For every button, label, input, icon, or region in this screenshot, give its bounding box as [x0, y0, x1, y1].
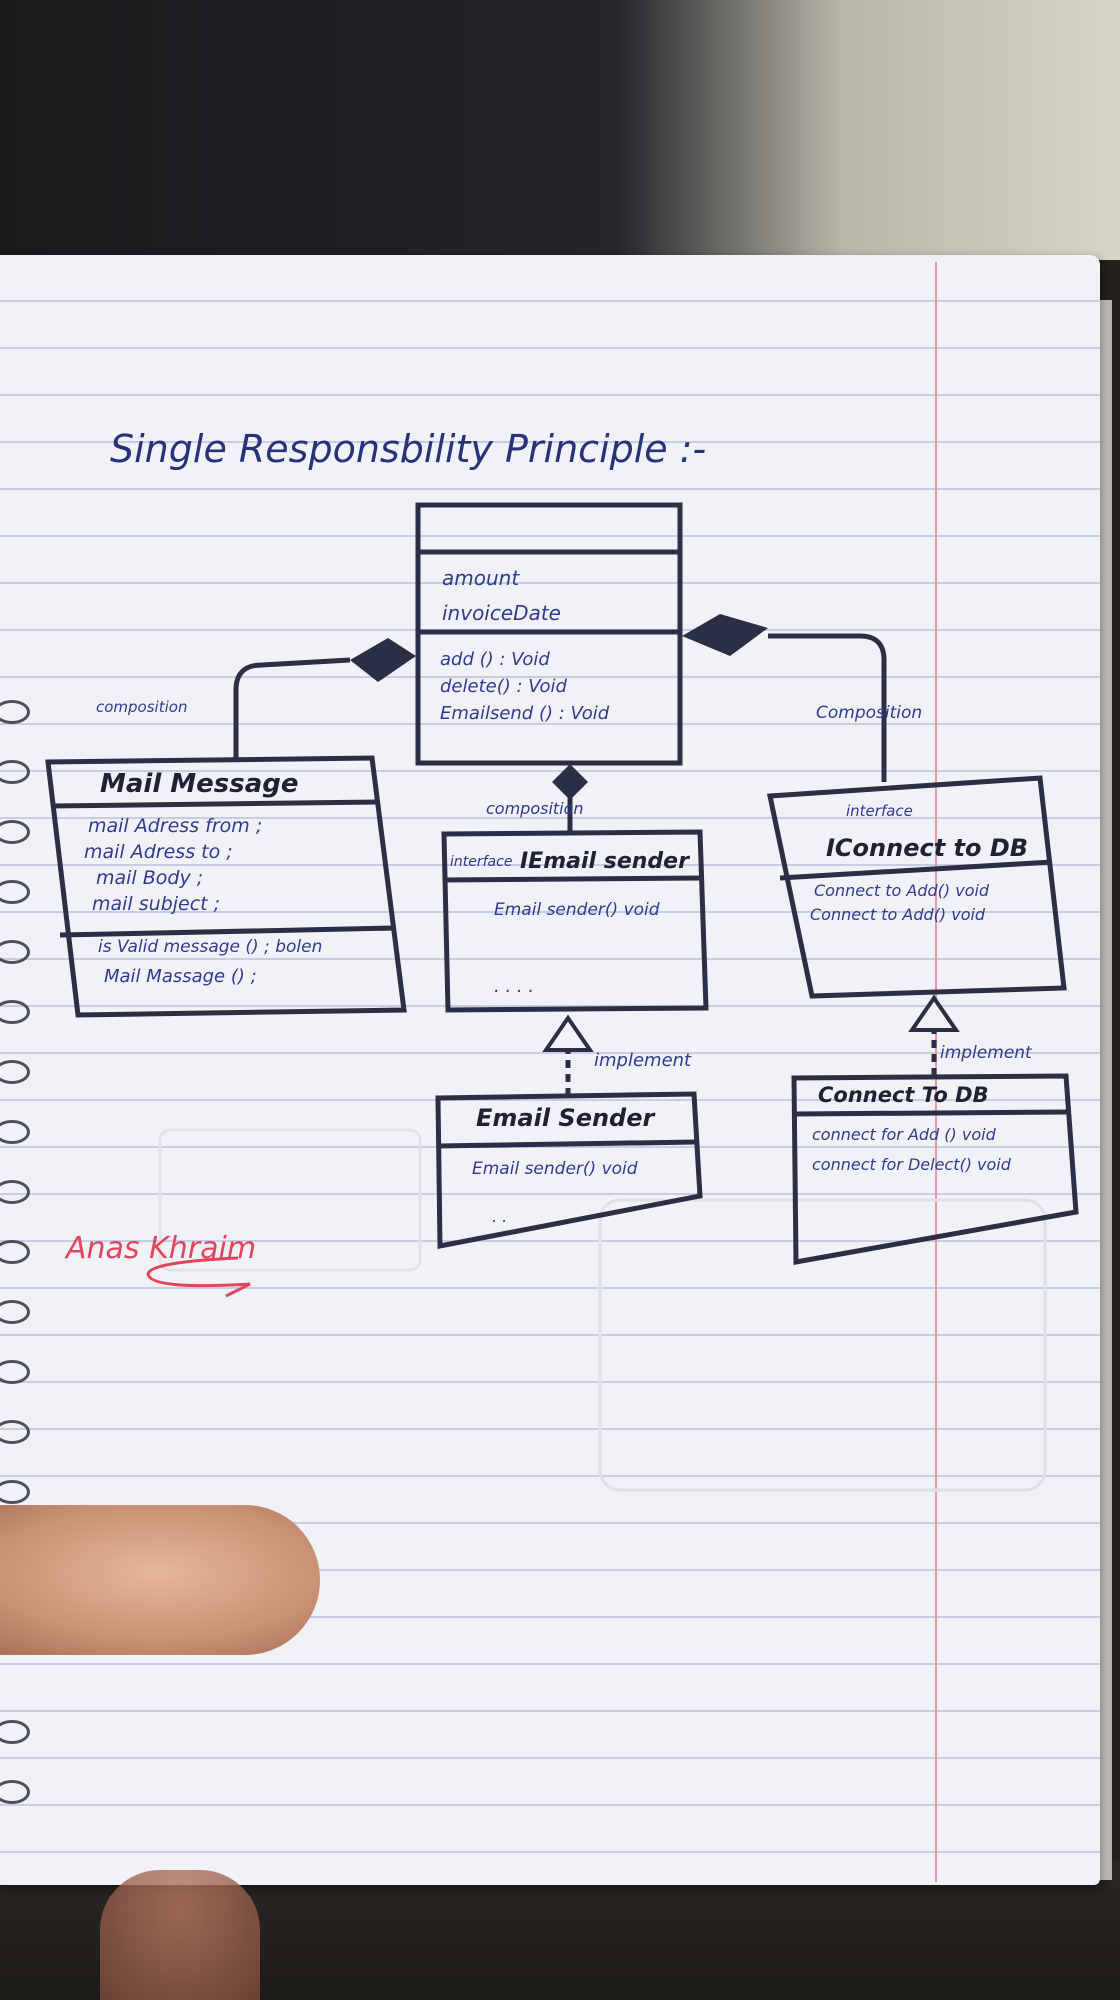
- mail-message-method: Mail Massage () ;: [104, 966, 257, 987]
- mail-message-attr-divider: [59, 925, 397, 938]
- mail-message-method: is Valid message () ; bolen: [98, 937, 322, 957]
- spiral-ring: [0, 1720, 30, 1744]
- connect-db-box: [791, 1073, 1079, 1265]
- ghost-box: [598, 1198, 1047, 1492]
- email-sender-divider: [437, 1139, 697, 1149]
- spiral-ring: [0, 1180, 30, 1204]
- page-stack-edge: [1100, 300, 1112, 1880]
- email-sender-method: . .: [492, 1207, 507, 1226]
- email-sender-method: Email sender() void: [472, 1159, 638, 1179]
- spiral-ring: [0, 760, 30, 784]
- mail-message-attr: mail Body ;: [96, 867, 203, 889]
- thumb: [0, 1505, 320, 1655]
- connect-db-method: connect for Delect() void: [812, 1155, 1012, 1174]
- spiral-ring: [0, 1000, 30, 1024]
- implement-middle-arrow: [542, 1014, 594, 1052]
- composition-left-diamond: [350, 638, 416, 682]
- spiral-ring: [0, 940, 30, 964]
- connect-db-title: Connect To DB: [818, 1083, 989, 1107]
- spiral-ring: [0, 1120, 30, 1144]
- composition-right-line: [768, 633, 887, 782]
- email-sender-box: [435, 1091, 703, 1250]
- spiral-ring: [0, 1480, 30, 1504]
- signature-flourish: [146, 1256, 251, 1298]
- email-sender-title: Email Sender: [476, 1104, 657, 1132]
- invoice-attr: invoiceDate: [442, 601, 561, 625]
- mail-message-name-divider: [51, 799, 379, 809]
- finger-bottom: [100, 1870, 260, 2000]
- iconnect-db-divider: [779, 859, 1053, 881]
- spiral-ring: [0, 1060, 30, 1084]
- invoice-method: add () : Void: [440, 649, 550, 670]
- mail-message-attr: mail subject ;: [92, 893, 220, 915]
- composition-left-label: composition: [96, 698, 187, 716]
- implement-right-arrow: [908, 994, 960, 1032]
- iconnect-db-stereotype: interface: [846, 802, 913, 820]
- spiral-ring: [0, 1420, 30, 1444]
- invoice-class: amount invoiceDate add () : Void delete(…: [415, 502, 683, 766]
- spiral-ring: [0, 880, 30, 904]
- iemail-sender-divider: [443, 875, 701, 883]
- mail-message-class: Mail Message mail Adress from ; mail Adr…: [45, 755, 407, 1018]
- iemail-sender-interface: interface IEmail sender Email sender() v…: [441, 829, 709, 1013]
- iconnect-db-interface: interface IConnect to DB Connect to Add(…: [766, 775, 1067, 999]
- composition-left-line: [233, 657, 351, 758]
- iemail-sender-title: IEmail sender: [520, 849, 690, 874]
- composition-right-label: Composition: [816, 703, 922, 723]
- mail-message-attr: mail Adress from ;: [88, 815, 262, 837]
- composition-right-diamond: [682, 614, 768, 656]
- email-sender-class: Email Sender Email sender() void . .: [435, 1091, 703, 1250]
- iconnect-db-box: [766, 775, 1067, 999]
- iconnect-db-method: Connect to Add() void: [814, 881, 990, 900]
- invoice-attr: amount: [442, 566, 520, 590]
- composition-middle-label: composition: [486, 799, 584, 818]
- iemail-sender-box: [441, 829, 709, 1013]
- connect-db-class: Connect To DB connect for Add () void co…: [791, 1073, 1079, 1265]
- implement-middle-label: implement: [594, 1050, 692, 1071]
- spiral-ring: [0, 1240, 30, 1264]
- spiral-ring: [0, 820, 30, 844]
- implement-right-label: implement: [940, 1043, 1033, 1063]
- iemail-sender-method: Email sender() void: [494, 900, 660, 920]
- spiral-ring: [0, 1300, 30, 1324]
- iemail-sender-method: . . . .: [494, 976, 534, 997]
- mail-message-box: [45, 755, 407, 1018]
- signature-text: Anas Khraim: [64, 1231, 256, 1266]
- mail-message-title: Mail Message: [100, 769, 299, 799]
- background-top: [0, 0, 1120, 260]
- iconnect-db-method: Connect to Add() void: [810, 905, 986, 924]
- spiral-ring: [0, 1360, 30, 1384]
- connect-db-method: connect for Add () void: [812, 1125, 997, 1144]
- iemail-sender-stereotype: interface: [450, 854, 512, 870]
- composition-middle-diamond: [552, 764, 588, 800]
- iconnect-db-title: IConnect to DB: [826, 834, 1028, 862]
- ghost-box: [158, 1128, 422, 1272]
- mail-message-attr: mail Adress to ;: [84, 841, 233, 863]
- invoice-method: delete() : Void: [440, 676, 568, 697]
- spiral-ring: [0, 700, 30, 724]
- page-title: Single Responsbility Principle :-: [110, 427, 706, 471]
- invoice-method: Emailsend () : Void: [440, 703, 610, 724]
- connect-db-divider: [795, 1109, 1069, 1117]
- spiral-ring: [0, 1780, 30, 1804]
